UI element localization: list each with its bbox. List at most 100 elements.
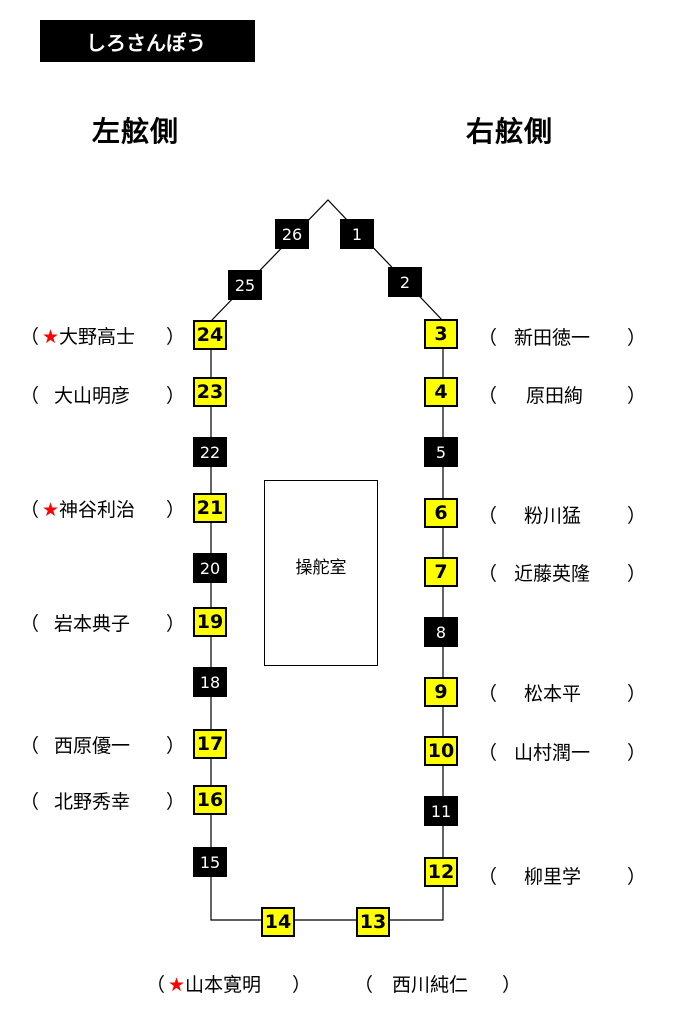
paren-close: ） [166,326,186,348]
paren-open: （ [478,683,498,705]
paren-open: （ [478,563,498,585]
wheelhouse-label: 操舵室 [295,558,347,578]
person-name: 山本寛明 [185,974,262,996]
paren-open: （ [478,505,498,527]
paren-open: （ [478,327,498,349]
seat-11: 11 [424,796,458,826]
paren-open: （ [20,791,40,813]
person-seat-7: （ 近藤英隆 ） [0,557,678,587]
paren-open: （ [20,735,40,757]
paren-close: ） [627,505,647,527]
person-seat-9: （ 松本平 ） [0,677,678,707]
person-name: 山村潤一 [514,742,591,764]
person-name-wrap: 西原優一 [54,731,130,758]
right-side-label: 右舷側 [466,115,554,148]
person-name-wrap: ★神谷利治 [42,495,135,522]
paren-close: ） [166,791,186,813]
paren-close: ） [292,974,312,996]
paren-open: （ [20,613,40,635]
paren-close: ） [502,974,522,996]
paren-close: ） [166,385,186,407]
seat-24: 24 [193,320,227,350]
person-name-wrap: 西川純仁 [392,970,468,997]
title-text: しろさんぽう [86,30,206,55]
star-icon: ★ [42,326,60,348]
seat-12: 12 [424,857,458,887]
seat-1: 1 [340,219,374,249]
person-seat-14: （★山本寛明） [0,968,678,998]
person-name: 大野高士 [59,326,136,348]
person-name: 神谷利治 [59,499,136,521]
seat-13: 13 [356,907,390,937]
paren-close: ） [627,563,647,585]
seat-25: 25 [228,270,262,300]
seat-22: 22 [193,437,227,467]
seat-15: 15 [193,847,227,877]
seat-2: 2 [388,267,422,297]
paren-open: （ [20,326,40,348]
person-seat-6: （ 粉川猛 ） [0,499,678,529]
star-icon: ★ [42,499,60,521]
paren-close: ） [627,683,647,705]
person-seat-23: （ 大山明彦 ） [0,379,678,409]
seat-7: 7 [424,557,458,587]
person-name-wrap: 大山明彦 [54,381,130,408]
person-name: 粉川猛 [524,505,582,527]
paren-open: （ [20,499,40,521]
seat-9: 9 [424,677,458,707]
seat-19: 19 [193,607,227,637]
person-name: 近藤英隆 [514,563,591,585]
person-seat-12: （ 柳里学 ） [0,860,678,890]
seat-18: 18 [193,667,227,697]
paren-open: （ [478,866,498,888]
seat-26: 26 [275,219,309,249]
paren-close: ） [166,499,186,521]
person-name-wrap: 新田徳一 [514,323,590,350]
paren-close: ） [627,327,647,349]
person-seat-21: （★神谷利治 ） [0,493,678,523]
seat-10: 10 [424,736,458,766]
seat-4: 4 [424,377,458,407]
person-name: 新田徳一 [514,327,591,349]
person-name-wrap: 柳里学 [524,862,581,889]
paren-close: ） [166,735,186,757]
seat-16: 16 [193,785,227,815]
person-name: 大山明彦 [54,385,131,407]
person-name: 北野秀幸 [54,791,131,813]
left-side-label: 左舷側 [92,115,180,148]
paren-open: （ [478,742,498,764]
person-name: 原田絢 [526,385,584,407]
person-name-wrap: 粉川猛 [524,501,581,528]
person-name-wrap: ★山本寛明 [168,970,261,997]
paren-close: ） [627,742,647,764]
person-seat-17: （ 西原優一 ） [0,729,678,759]
seat-14: 14 [261,907,295,937]
paren-open: （ [478,385,498,407]
diagram-title: しろさんぽう [40,20,255,62]
person-seat-16: （ 北野秀幸 ） [0,785,678,815]
person-name-wrap: 岩本典子 [54,609,130,636]
person-name: 松本平 [524,683,582,705]
seat-6: 6 [424,498,458,528]
star-icon: ★ [168,974,186,996]
person-name: 西川純仁 [392,974,469,996]
seat-5: 5 [424,437,458,467]
person-name-wrap: 北野秀幸 [54,787,130,814]
person-name-wrap: 近藤英隆 [514,559,590,586]
person-seat-10: （ 山村潤一 ） [0,736,678,766]
paren-close: ） [627,866,647,888]
seat-23: 23 [193,377,227,407]
paren-open: （ [354,974,374,996]
paren-open: （ [146,974,166,996]
seat-3: 3 [424,319,458,349]
seat-20: 20 [193,553,227,583]
person-seat-13: （ 西川純仁 ） [0,968,678,998]
wheelhouse: 操舵室 [264,480,378,666]
person-name-wrap: 山村潤一 [514,738,590,765]
person-name-wrap: 松本平 [524,679,581,706]
person-name: 柳里学 [524,866,582,888]
seat-8: 8 [424,617,458,647]
seat-21: 21 [193,493,227,523]
seat-17: 17 [193,729,227,759]
paren-open: （ [20,385,40,407]
